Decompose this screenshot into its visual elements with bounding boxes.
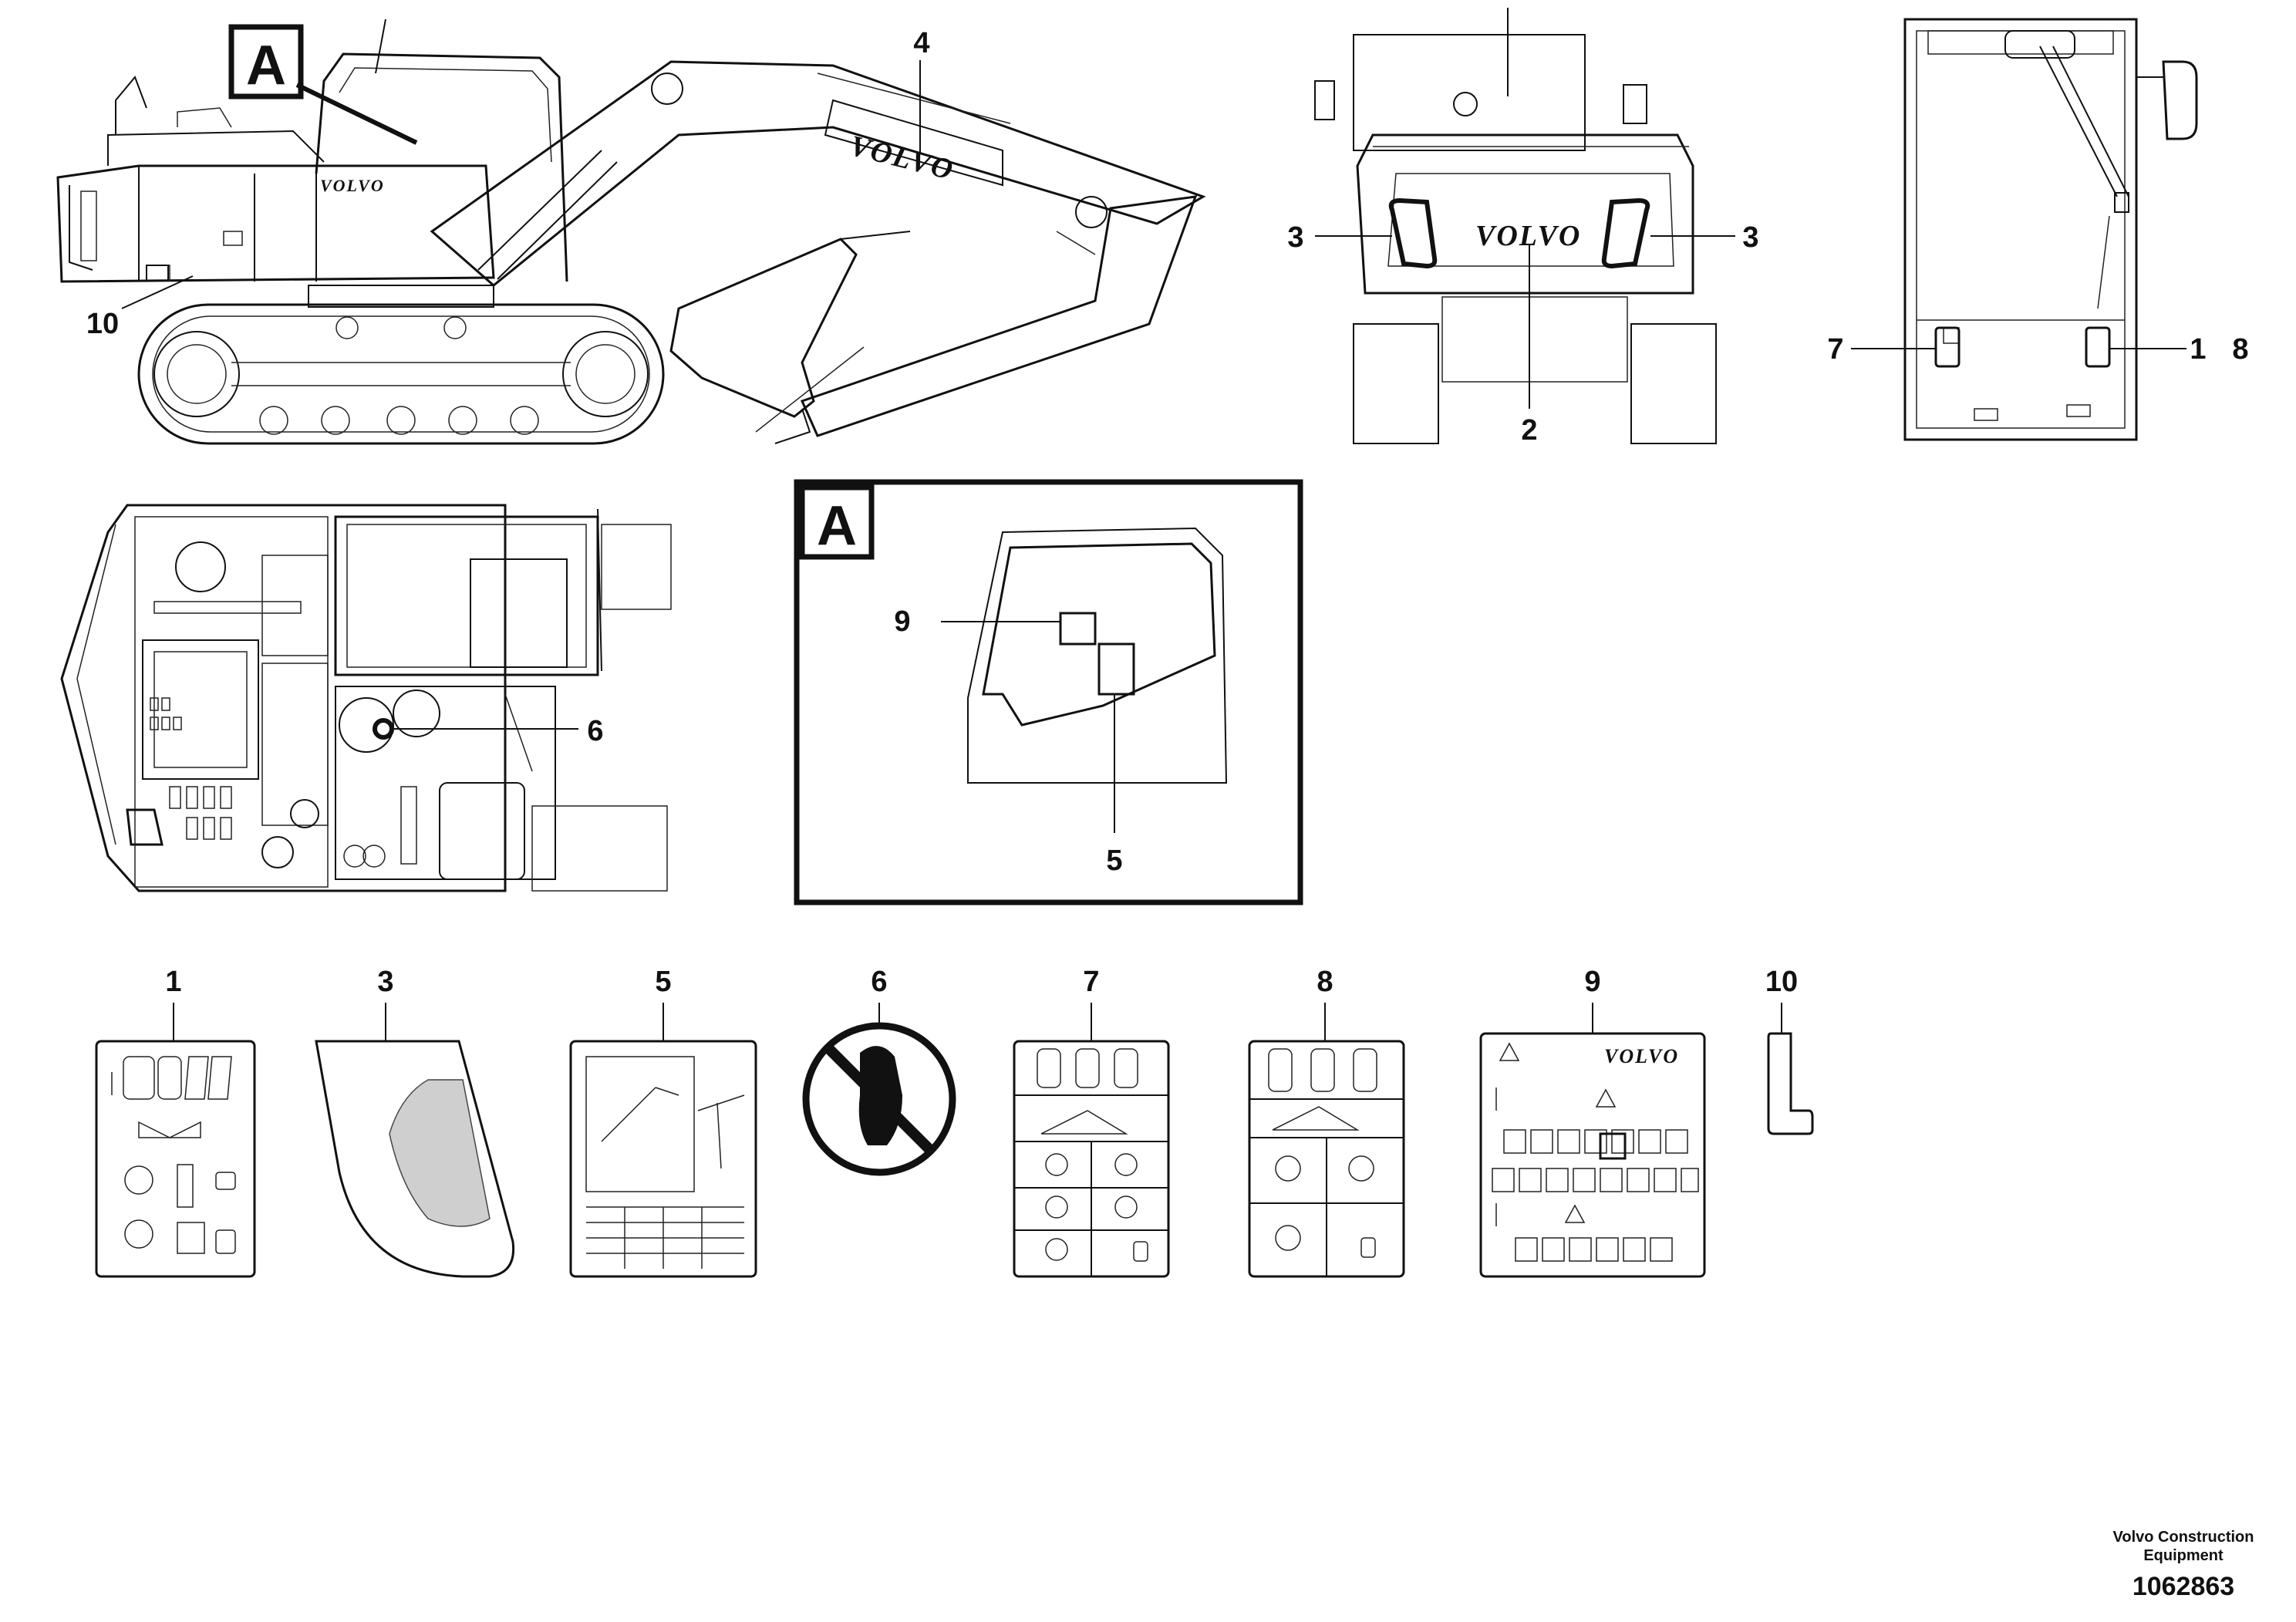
decal-7-location [1934, 326, 1961, 368]
decal-3: 3 [315, 966, 515, 1278]
callout-7: 7 [1827, 333, 1843, 366]
excavator-rear-view: VOLVO [1314, 8, 1717, 444]
decal-10: 10 [1765, 966, 1814, 1135]
callout-2: 2 [1521, 414, 1537, 447]
decal-5: 5 [569, 966, 757, 1278]
callout-6: 6 [587, 715, 603, 747]
decal-9-label: 9 [1584, 966, 1600, 998]
drawing-number: 1062863 [2132, 1572, 2235, 1601]
decal-7-label: 7 [1083, 966, 1099, 998]
decal-6: 6 [802, 966, 956, 1176]
decal-5-location [1097, 642, 1135, 696]
callout-1: 1 [2190, 333, 2206, 366]
callout-8: 8 [2232, 333, 2248, 366]
excavator-top-view [60, 504, 672, 892]
detail-a-frame: A [794, 479, 1303, 905]
decal-1: 1 [95, 966, 256, 1278]
manufacturer-name: Volvo Construction Equipment [2112, 1529, 2254, 1564]
footer-block: Volvo Construction Equipment 1062863 [2099, 1528, 2268, 1603]
section-marker-frame [228, 24, 304, 99]
excavator-side-view: VOLVO VOLVO A [56, 19, 1206, 445]
decal-6-label: 6 [871, 966, 887, 998]
decal-5-label: 5 [655, 966, 671, 998]
decal-9-brand: VOLVO [1604, 1045, 1679, 1067]
decal-8-label: 8 [1317, 966, 1333, 998]
cab-interior-view [1903, 18, 2198, 441]
boom-brand: VOLVO [847, 130, 957, 187]
decal-1-label: 1 [165, 966, 181, 998]
callout-4: 4 [913, 27, 929, 59]
decal-9: 9 VOLVO [1479, 966, 1706, 1278]
callout-9: 9 [894, 605, 910, 638]
decal-1-8-location [2085, 326, 2111, 368]
decal-10-label: 10 [1765, 966, 1798, 998]
counterweight-brand: VOLVO [1475, 220, 1581, 252]
upper-structure-brand: VOLVO [320, 176, 385, 195]
decal-7: 7 [1013, 966, 1170, 1278]
decal-6-location [373, 718, 394, 740]
callout-3-right: 3 [1742, 221, 1758, 254]
detail-a-marker: A [817, 495, 857, 557]
decal-3-label: 3 [377, 966, 393, 998]
callout-3-left: 3 [1287, 221, 1303, 254]
section-marker-label: A [246, 35, 286, 96]
decal-9-location [1059, 612, 1097, 646]
callout-10: 10 [86, 308, 119, 340]
decal-10-location [146, 265, 169, 282]
decal-8: 8 [1248, 966, 1405, 1278]
callout-5: 5 [1106, 845, 1122, 877]
